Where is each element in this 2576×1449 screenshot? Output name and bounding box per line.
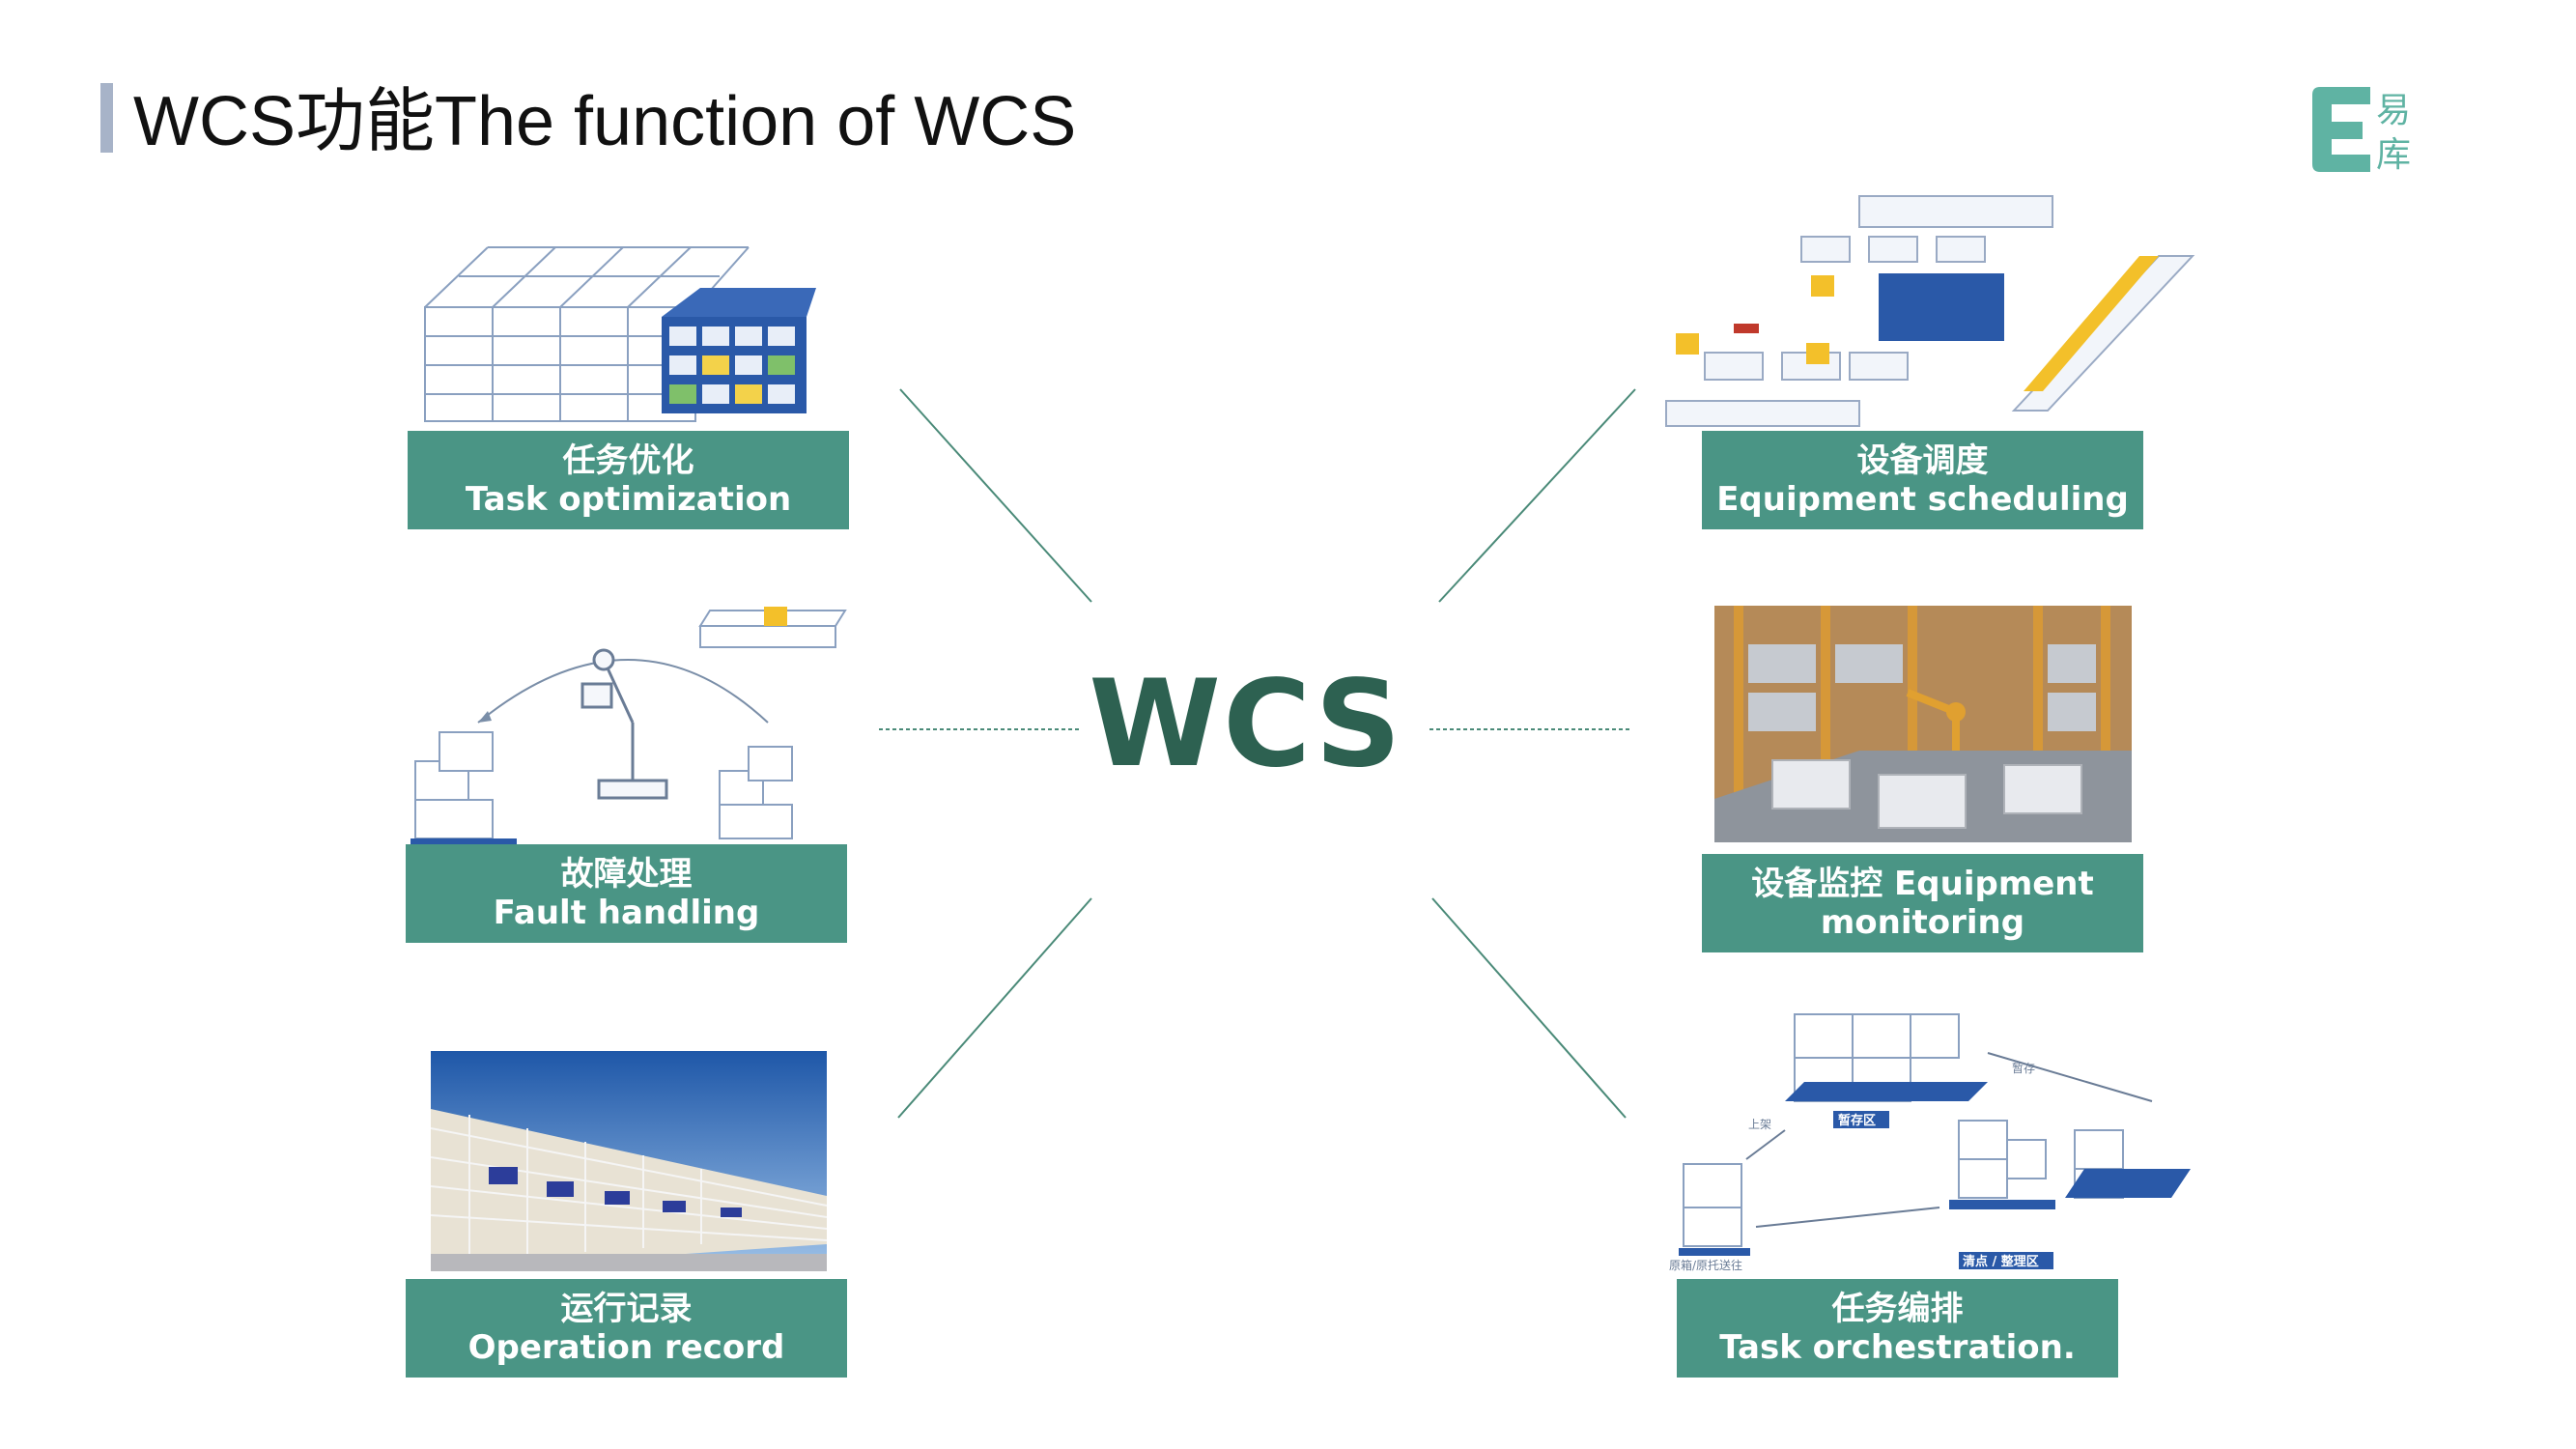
logo-text-1: 易 [2376,91,2411,130]
card-equipment-monitoring-en: monitoring [1820,903,2025,942]
card-fault-handling[interactable]: 故障处理 Fault handling [406,844,847,943]
card-task-optimization[interactable]: 任务优化 Task optimization [408,431,849,529]
connector-bottom-left [897,897,1092,1119]
card-task-orchestration[interactable]: 任务编排 Task orchestration. [1677,1279,2118,1378]
warehouse-shelves-illustration [424,246,816,422]
card-task-orchestration-en: Task orchestration. [1719,1328,2076,1367]
origin-label: 原箱/原托送往 [1669,1258,1742,1272]
shelve-arrow-label: 上架 [1748,1118,1771,1131]
card-fault-handling-cn: 故障处理 [560,855,693,894]
card-operation-record-cn: 运行记录 [560,1290,693,1328]
pallet-flow-illustration: 暂存区 清点 / 整理区 暂存 上架 原箱/原托送往 [1669,1013,2191,1272]
center-wcs-label: WCS [1089,655,1403,794]
card-equipment-monitoring-cn: 设备监控 Equipment [1751,865,2094,903]
card-equipment-scheduling[interactable]: 设备调度 Equipment scheduling [1702,431,2143,529]
connector-top-right [1438,388,1636,603]
warehouse-photo [431,1051,827,1271]
card-equipment-scheduling-en: Equipment scheduling [1716,480,2129,519]
card-task-orchestration-cn: 任务编排 [1831,1290,1964,1328]
logo-text-2: 库 [2376,135,2411,175]
card-equipment-scheduling-cn: 设备调度 [1856,441,1989,480]
monitoring-photo [1714,606,2132,842]
card-task-optimization-en: Task optimization [465,480,792,519]
card-fault-handling-en: Fault handling [493,894,760,932]
card-equipment-monitoring[interactable]: 设备监控 Equipment monitoring [1702,854,2143,952]
connector-bottom-right [1431,897,1627,1119]
card-operation-record[interactable]: 运行记录 Operation record [406,1279,847,1378]
zone-count-label: 清点 / 整理区 [1963,1254,2039,1269]
robot-arm-illustration [410,607,847,846]
yiku-logo: 易 库 [2312,87,2411,175]
card-operation-record-en: Operation record [467,1328,785,1367]
title-accent-bar [100,83,113,153]
agv-dispatch-illustration [1665,195,2195,427]
connector-top-left [899,388,1092,603]
page-title: WCS功能The function of WCS [133,83,1077,160]
card-task-optimization-cn: 任务优化 [562,441,694,480]
zone-temp-label: 暂存区 [1838,1113,1876,1128]
